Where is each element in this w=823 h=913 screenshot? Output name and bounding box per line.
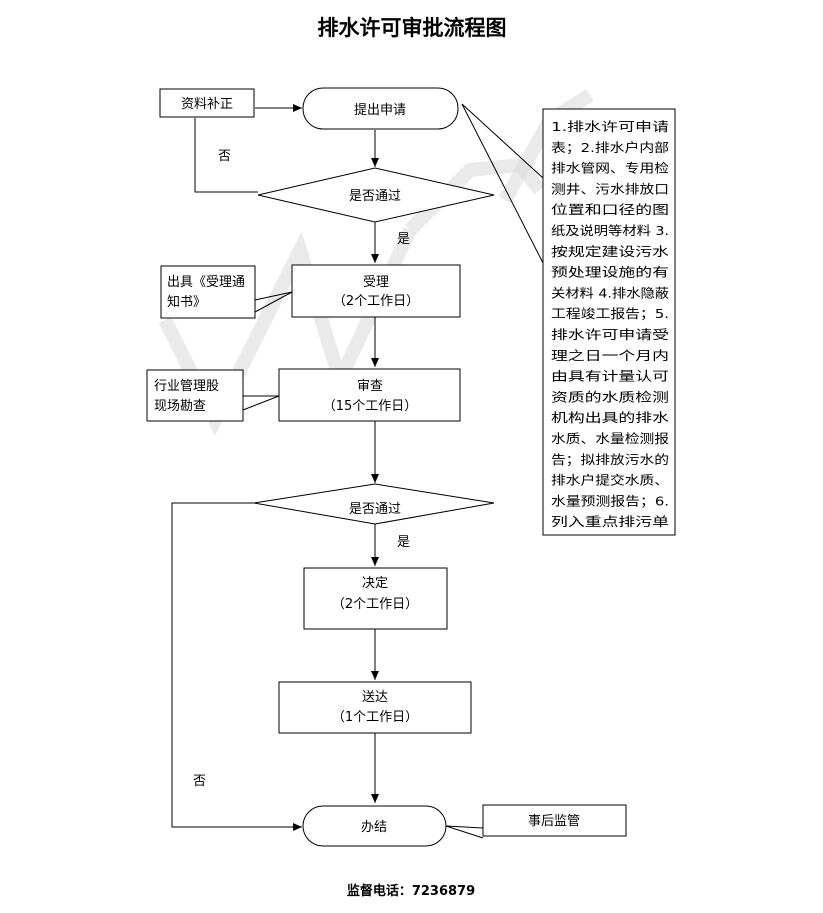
decision-2: 是否通过 xyxy=(253,483,495,525)
edge-label-no-1: 否 xyxy=(218,149,231,164)
review-days: （15个工作日） xyxy=(323,399,418,414)
requirements-note-line: 资质的水质检测 xyxy=(551,389,669,404)
requirements-note-line: 理之日一个月内 xyxy=(551,348,669,363)
decide-node: 决定 （2个工作日） xyxy=(303,567,448,630)
decision-2-label: 是否通过 xyxy=(349,502,401,517)
field-survey-line1: 行业管理股 xyxy=(154,379,219,394)
deliver-title: 送达 xyxy=(362,690,388,705)
field-survey-node: 行业管理股 现场勘查 xyxy=(146,369,244,422)
issue-notice-line1: 出具《受理通 xyxy=(167,275,245,290)
connectors xyxy=(171,103,544,839)
issue-notice-line2: 知书》 xyxy=(167,294,206,310)
requirements-note-line: 表；2.排水户内部 xyxy=(551,140,669,155)
requirements-note-line: 按规定建设污水 xyxy=(551,244,670,259)
requirements-note-line: 列入重点排污单 xyxy=(551,514,669,529)
requirements-note-line: 预处理设施的有 xyxy=(551,265,669,280)
accept-title: 受理 xyxy=(363,275,389,290)
apply-label: 提出申请 xyxy=(354,102,406,118)
requirements-note-line: 1.排水许可申请 xyxy=(551,119,669,134)
finish-label: 办结 xyxy=(361,820,387,835)
deliver-days: （1个工作日） xyxy=(332,710,418,725)
requirements-note-line: 排水管网、专用检 xyxy=(551,161,670,176)
supplement-node: 资料补正 xyxy=(159,88,255,118)
requirements-note-line: 水量预测报告；6. xyxy=(551,493,669,508)
decide-title: 决定 xyxy=(362,576,388,591)
requirements-note-line: 关材料 4.排水隐蔽 xyxy=(551,285,670,300)
review-node: 审查 （15个工作日） xyxy=(278,368,461,422)
finish-node: 办结 xyxy=(302,805,447,847)
accept-days: （2个工作日） xyxy=(333,294,419,309)
requirements-note-line: 测井、污水排放口 xyxy=(551,181,669,196)
edge-label-no-2: 否 xyxy=(193,774,206,789)
supervise-label: 事后监管 xyxy=(528,814,580,829)
requirements-note-line: 机构出具的排水 xyxy=(551,410,670,425)
review-title: 审查 xyxy=(357,379,383,394)
edge-label-yes-2: 是 xyxy=(397,535,410,550)
requirements-note-line: 位置和口径的图 xyxy=(551,202,669,217)
requirements-note-line: 排水许可申请受 xyxy=(551,327,669,342)
requirements-note-line: 由具有计量认可 xyxy=(551,369,669,384)
requirements-note-line: 纸及说明等材料 3. xyxy=(551,223,669,238)
requirements-note: 1.排水许可申请表；2.排水户内部排水管网、专用检测井、污水排放口位置和口径的图… xyxy=(542,108,676,536)
requirements-note-lines: 1.排水许可申请表；2.排水户内部排水管网、专用检测井、污水排放口位置和口径的图… xyxy=(551,119,670,529)
hotline-footer: 监督电话：7236879 xyxy=(347,883,475,899)
requirements-note-line: 排水户提交水质、 xyxy=(551,473,669,488)
decision-1-label: 是否通过 xyxy=(349,189,401,204)
edge-label-yes-1: 是 xyxy=(397,232,410,247)
diagram-title: 排水许可审批流程图 xyxy=(318,16,507,40)
field-survey-line2: 现场勘查 xyxy=(154,399,206,414)
decide-days: （2个工作日） xyxy=(332,597,418,612)
requirements-note-line: 告；拟排放污水的 xyxy=(551,452,669,467)
decision-1: 是否通过 xyxy=(257,167,495,223)
requirements-note-line: 水质、水量检测报 xyxy=(551,431,670,446)
issue-notice-node: 出具《受理通 知书》 xyxy=(160,265,256,319)
deliver-node: 送达 （1个工作日） xyxy=(278,681,472,734)
apply-node: 提出申请 xyxy=(302,87,459,130)
supplement-label: 资料补正 xyxy=(181,97,233,112)
supervise-node: 事后监管 xyxy=(482,804,627,837)
accept-node: 受理 （2个工作日） xyxy=(291,264,461,318)
requirements-note-line: 工程竣工报告；5. xyxy=(551,306,669,321)
